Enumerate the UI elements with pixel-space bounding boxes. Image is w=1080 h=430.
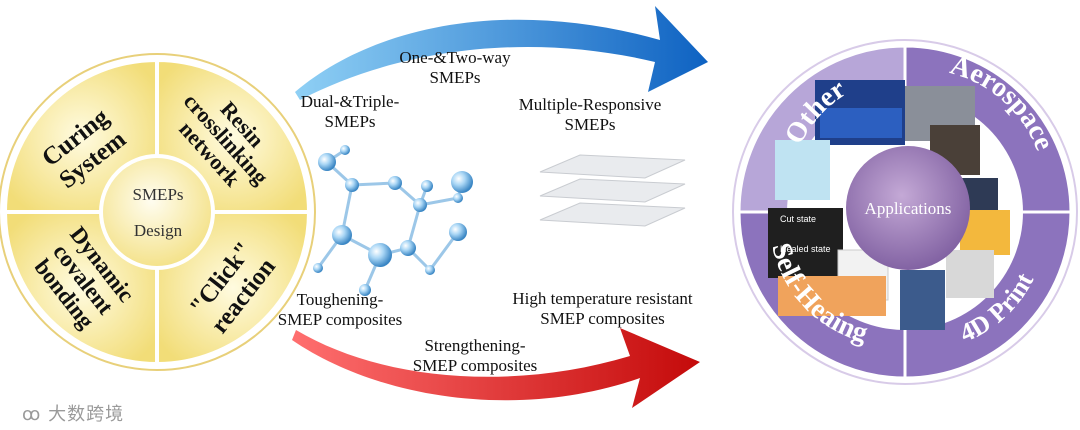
applications-center-label: Applications [865,199,952,218]
application-photo-collage [768,80,1010,330]
center-label-design: Design [134,221,183,240]
design-center [99,154,215,270]
molecule-network-illustration [316,148,464,291]
applications-wheel: Cut state Healed state Applications Othe… [732,39,1078,385]
label-toughening-composites: Toughening-SMEP composites [277,290,403,329]
photo-caption-cut-state: Cut state [780,214,816,224]
center-label-smeps: SMEPs [132,185,183,204]
applications-center [846,146,970,270]
watermark: ꝏ 大数跨境 [22,404,125,425]
layered-sheets-illustration [539,154,686,227]
blue-arrow [295,6,708,100]
label-dual-triple-smeps: Dual-&Triple-SMEPs [300,92,400,131]
red-arrow [292,328,700,408]
design-wheel: SMEPs Design Curing System Resin crossli… [0,53,316,371]
molecule-atoms [313,145,473,296]
photo-caption-healed-state: Healed state [780,244,831,254]
label-strengthening-composites: Strengthening-SMEP composites [412,336,538,375]
watermark-logo-icon: ꝏ [22,404,42,425]
